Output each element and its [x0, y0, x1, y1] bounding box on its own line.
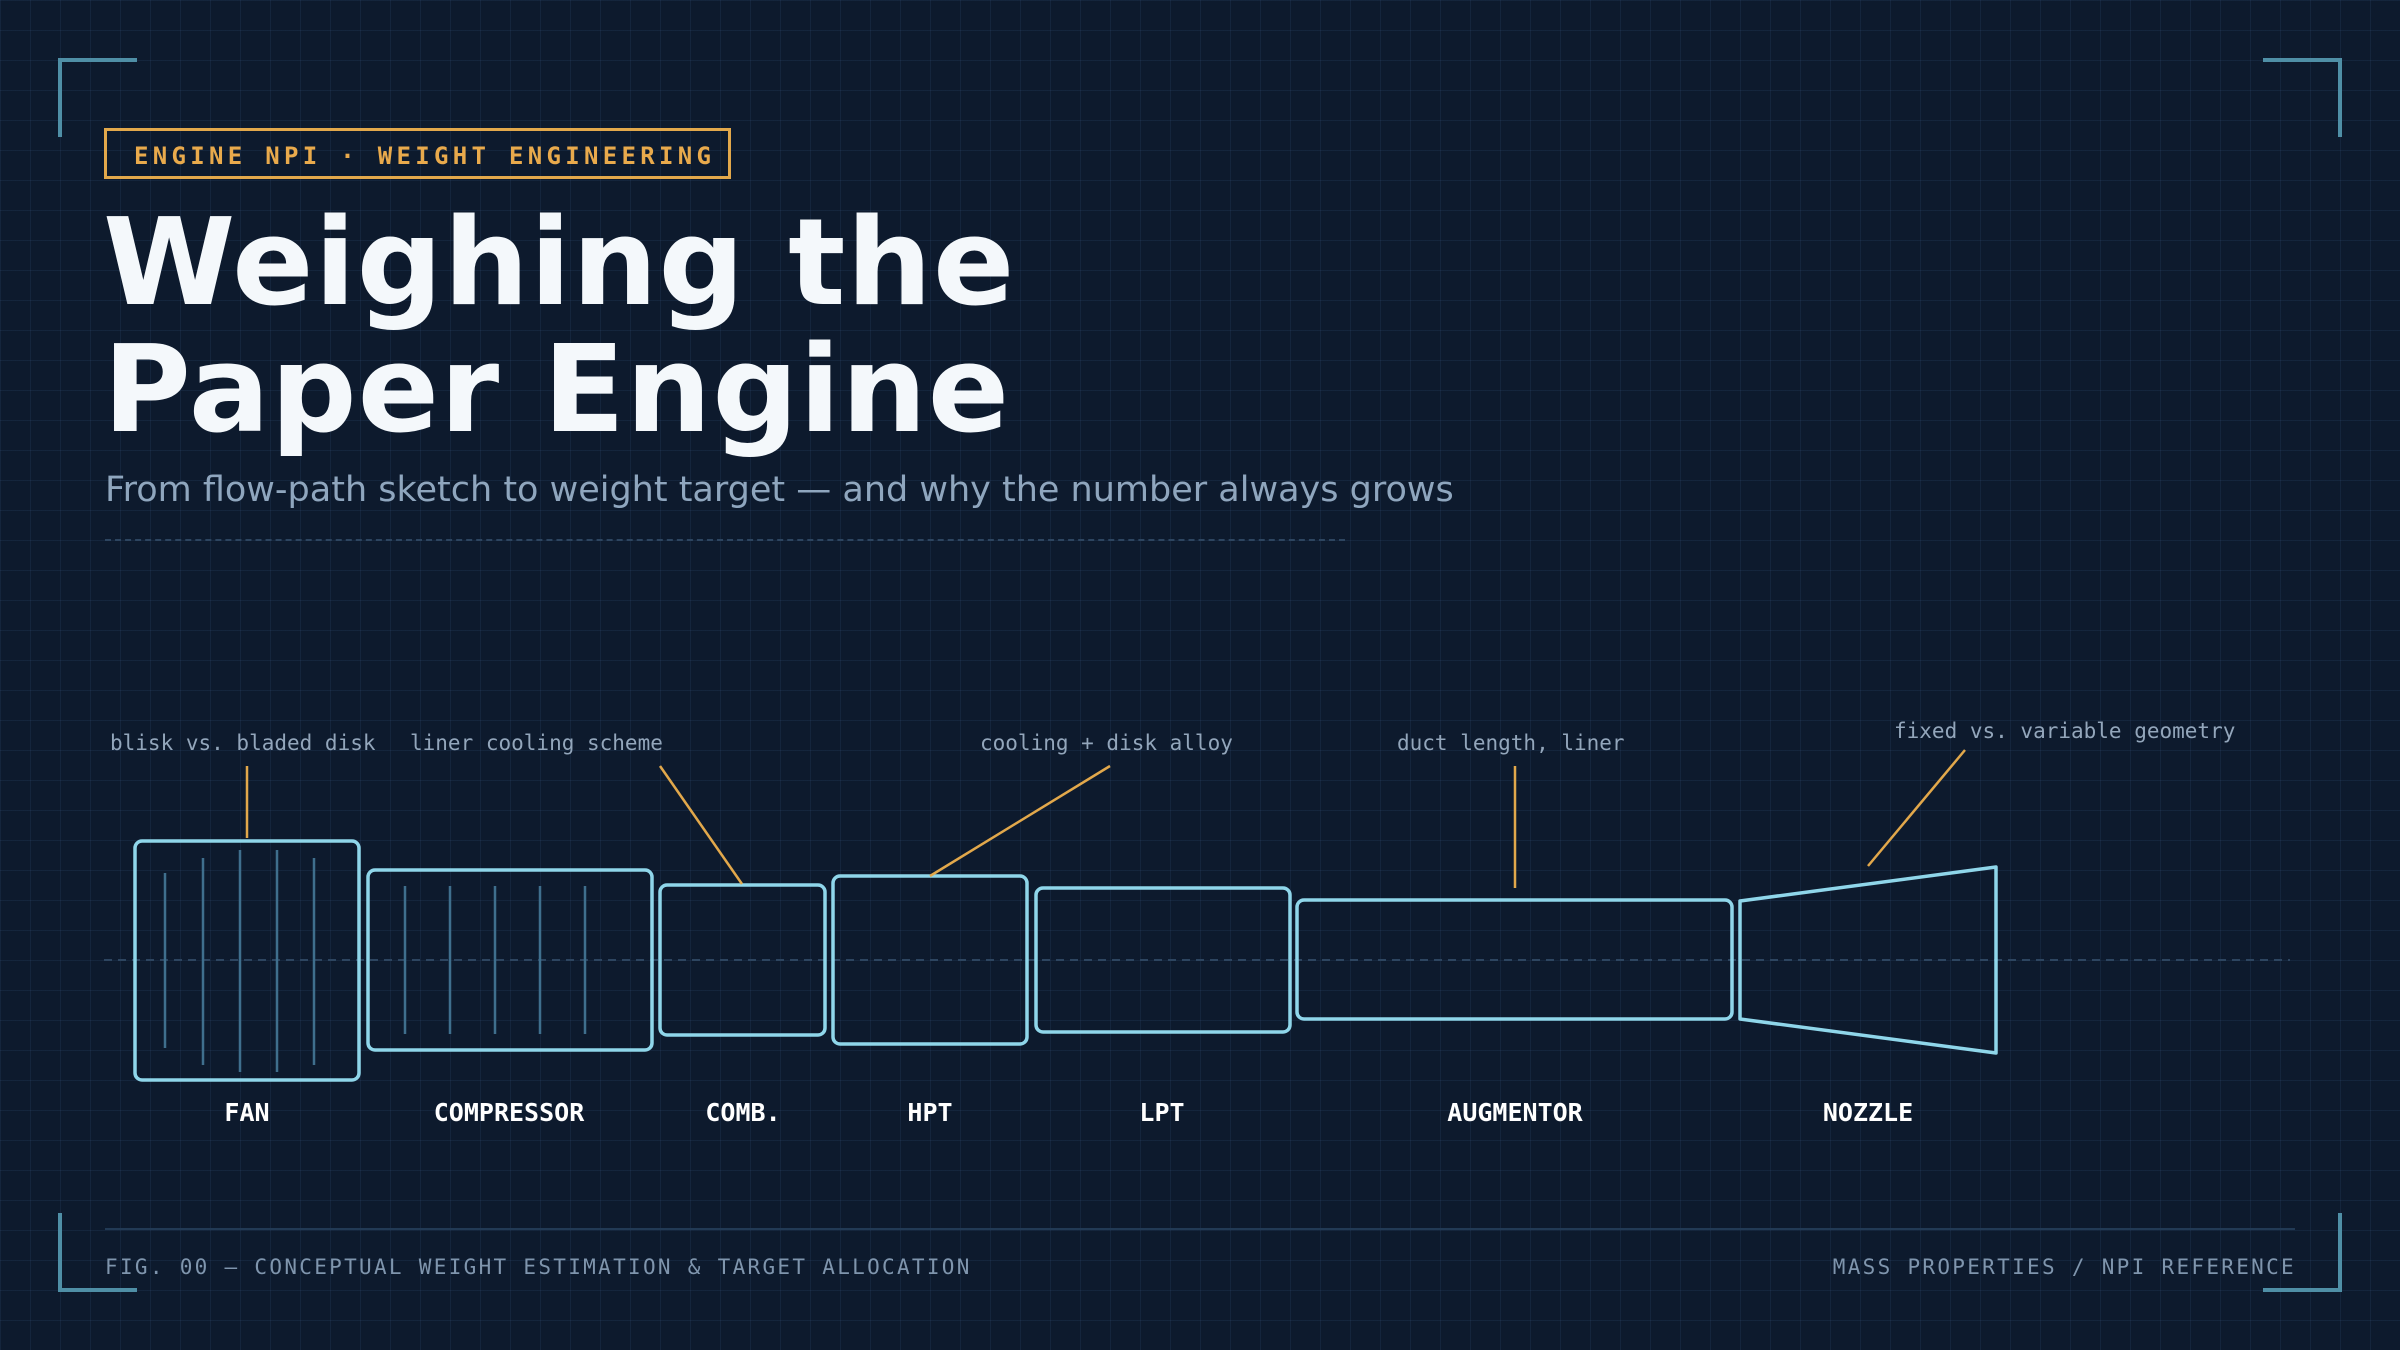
combustor-label: COMB. [705, 1098, 780, 1127]
corner-bracket-top-left [58, 58, 137, 137]
fan-label: FAN [224, 1098, 269, 1127]
corner-bracket-top-right [2263, 58, 2342, 137]
nozzle-section [1738, 865, 1998, 1055]
lpt-label: LPT [1139, 1098, 1184, 1127]
lpt-section [1034, 886, 1292, 1034]
fan-blades [163, 850, 316, 1072]
section-tag: ENGINE NPI · WEIGHT ENGINEERING [104, 128, 732, 179]
nozzle-callout: fixed vs. variable geometry [1894, 719, 2235, 743]
footer-reference: MASS PROPERTIES / NPI REFERENCE [1832, 1255, 2296, 1279]
page-subtitle: From flow-path sketch to weight target —… [105, 470, 1454, 510]
compressor-section [366, 868, 654, 1052]
hpt-callout: cooling + disk alloy [980, 731, 1233, 755]
page-title: Weighing the Paper Engine [103, 200, 1015, 454]
fan-section [133, 839, 361, 1082]
hpt-label: HPT [907, 1098, 952, 1127]
compressor-stages [403, 886, 587, 1034]
nozzle-label: NOZZLE [1823, 1098, 1913, 1127]
combustor-callout: liner cooling scheme [410, 731, 663, 755]
title-line-1: Weighing the [103, 194, 1016, 333]
fan-callout: blisk vs. bladed disk [110, 731, 376, 755]
augmentor-section [1295, 898, 1734, 1021]
title-divider [105, 539, 1345, 541]
callout-leaders [245, 749, 1966, 888]
combustor-section [658, 883, 827, 1037]
footer-divider [105, 1228, 2295, 1230]
figure-caption: FIG. 00 — CONCEPTUAL WEIGHT ESTIMATION &… [105, 1255, 972, 1279]
combustor-callout-leader [658, 765, 744, 885]
nozzle-callout-leader [1867, 749, 1966, 867]
corner-bracket-bottom-left [58, 1213, 137, 1292]
corner-bracket-bottom-right [2263, 1213, 2342, 1292]
title-line-2: Paper Engine [103, 321, 1011, 460]
hpt-callout-leader [929, 764, 1111, 878]
augmentor-callout: duct length, liner [1397, 731, 1625, 755]
compressor-label: COMPRESSOR [434, 1098, 585, 1127]
augmentor-label: AUGMENTOR [1447, 1098, 1583, 1127]
